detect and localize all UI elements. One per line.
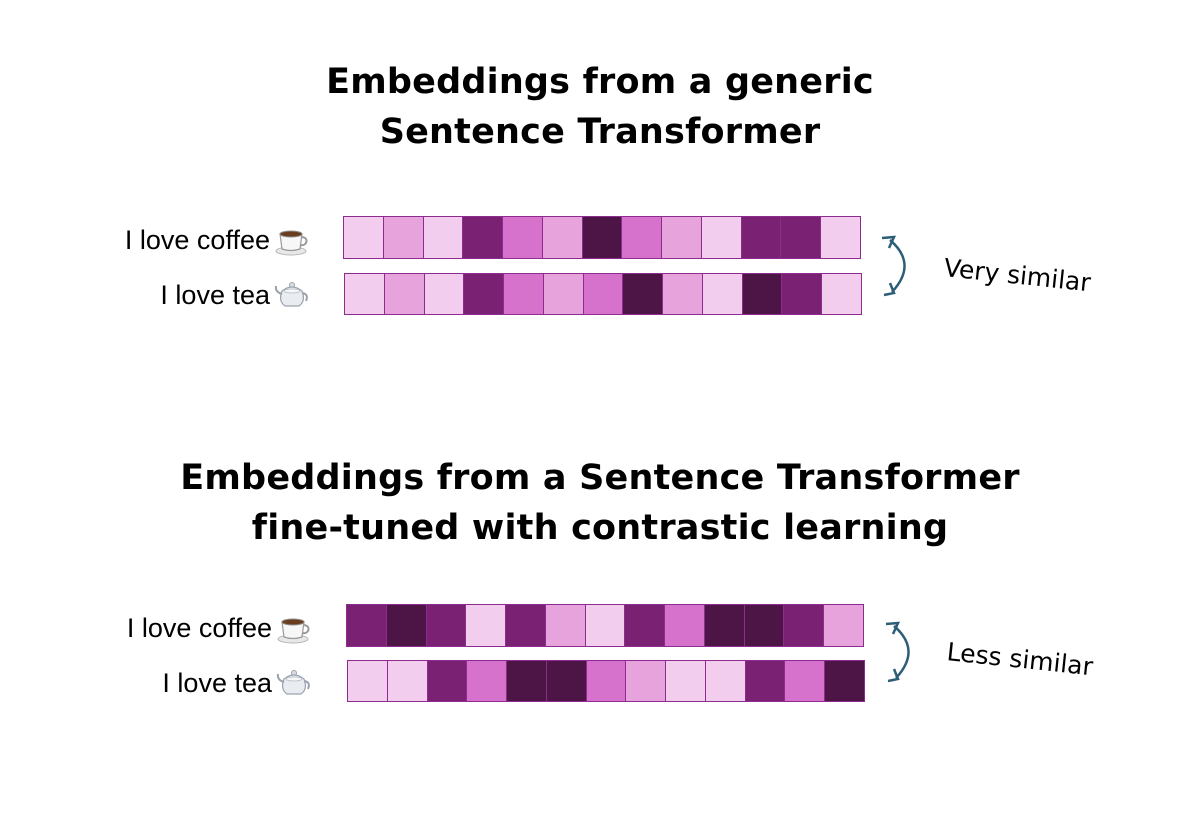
panel-1-row-2-label: I love tea	[0, 275, 310, 315]
embedding-cell	[821, 217, 860, 258]
embedding-cell	[467, 661, 508, 701]
embedding-cell	[785, 661, 826, 701]
embedding-cell	[626, 661, 667, 701]
embedding-cell	[423, 217, 464, 258]
embedding-cell	[546, 661, 587, 701]
panel-1-row-1-label: I love coffee	[0, 220, 310, 260]
coffee-cup-icon	[277, 618, 310, 644]
row-label-text: I love tea	[162, 667, 272, 698]
embedding-cell	[583, 274, 624, 314]
coffee-cup-icon	[275, 230, 308, 256]
embedding-cell	[426, 605, 467, 646]
embedding-cell	[506, 605, 546, 646]
embedding-cell	[464, 274, 505, 314]
teapot-icon	[274, 282, 308, 307]
embedding-cell	[781, 217, 822, 258]
embedding-cell	[387, 661, 428, 701]
embedding-cell	[345, 274, 385, 314]
similarity-arrow-icon	[885, 621, 910, 683]
embedding-cell	[744, 605, 785, 646]
panel-1-title-line-1: Embeddings from a generic	[326, 62, 874, 102]
panel-1-tea-embedding	[344, 273, 862, 315]
similarity-label: Less similar	[945, 637, 1095, 682]
embedding-cell	[665, 605, 705, 646]
embedding-cell	[542, 217, 583, 258]
panel-2-row-1-label: I love coffee	[0, 608, 312, 648]
similarity-label: Very similar	[942, 253, 1093, 298]
embedding-cell	[466, 605, 507, 646]
embedding-cell	[662, 217, 702, 258]
panel-2-row-2-label: I love tea	[0, 663, 312, 703]
embedding-cell	[585, 605, 626, 646]
embedding-cell	[701, 217, 742, 258]
panel-2-tea-embedding	[347, 660, 865, 702]
teapot-icon	[276, 670, 310, 695]
similarity-arrow-icon	[881, 235, 906, 297]
panel-2-title-line-1: Embeddings from a Sentence Transformer	[180, 458, 1020, 498]
embedding-cell	[742, 274, 783, 314]
panel-1-title-line-2: Sentence Transformer	[379, 112, 821, 152]
embedding-cell	[705, 661, 746, 701]
embedding-cell	[741, 217, 782, 258]
embedding-cell	[666, 661, 706, 701]
embedding-cell	[586, 661, 627, 701]
embedding-cell	[427, 661, 468, 701]
embedding-cell	[386, 605, 427, 646]
embedding-cell	[503, 217, 543, 258]
embedding-cell	[625, 605, 666, 646]
embedding-cell	[545, 605, 586, 646]
embedding-cell	[504, 274, 544, 314]
row-label-text: I love tea	[160, 279, 270, 310]
row-label-text: I love coffee	[126, 612, 272, 643]
embedding-cell	[663, 274, 703, 314]
embedding-cell	[824, 605, 863, 646]
embedding-cell	[463, 217, 504, 258]
embedding-cell	[344, 217, 384, 258]
embedding-cell	[347, 605, 387, 646]
embedding-cell	[543, 274, 584, 314]
embedding-cell	[784, 605, 825, 646]
embedding-cell	[702, 274, 743, 314]
embedding-cell	[507, 661, 547, 701]
embedding-cell	[582, 217, 623, 258]
panel-2-title-line-2: fine-tuned with contrastic learning	[251, 508, 949, 548]
panel-2-coffee-embedding	[346, 604, 864, 647]
panel-1-title: Embeddings from a generic Sentence Trans…	[0, 57, 1200, 157]
embedding-cell	[822, 274, 861, 314]
embedding-cell	[424, 274, 465, 314]
embedding-cell	[348, 661, 388, 701]
panel-2-title: Embeddings from a Sentence Transformer f…	[0, 453, 1200, 553]
embedding-cell	[825, 661, 864, 701]
embedding-cell	[704, 605, 745, 646]
embedding-cell	[383, 217, 424, 258]
embedding-cell	[745, 661, 786, 701]
embedding-cell	[782, 274, 823, 314]
embedding-cell	[623, 274, 664, 314]
panel-1-coffee-embedding	[343, 216, 861, 259]
row-label-text: I love coffee	[124, 224, 270, 255]
embedding-cell	[622, 217, 663, 258]
embedding-cell	[384, 274, 425, 314]
